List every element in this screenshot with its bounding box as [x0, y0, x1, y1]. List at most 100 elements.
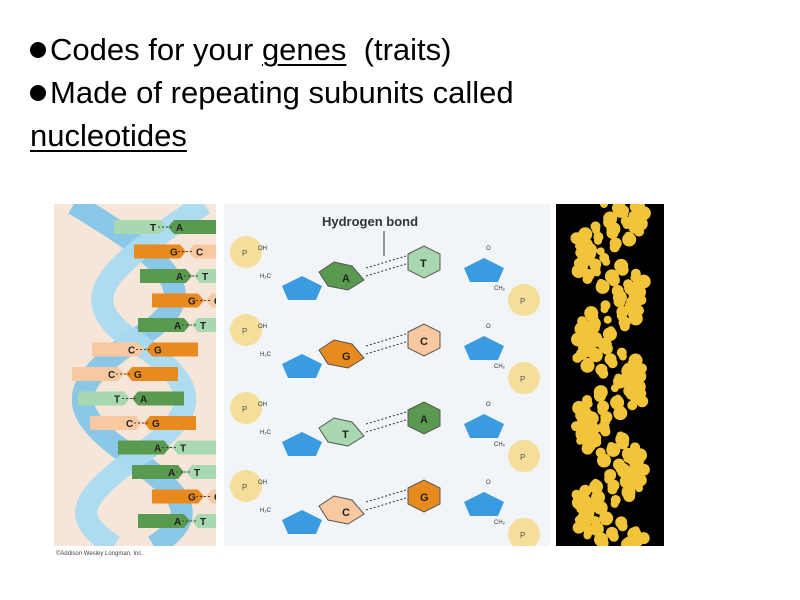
- ch2-label: CH₂: [494, 520, 506, 526]
- base-block: [152, 489, 204, 504]
- base-letter: T: [200, 517, 206, 528]
- atom-sphere: [579, 484, 592, 497]
- atom-sphere: [636, 395, 649, 408]
- atom-sphere: [594, 236, 603, 245]
- base-letter: T: [420, 258, 427, 270]
- oxygen-label: O: [486, 246, 491, 252]
- base-pair-group: TAGCATGCATCGCGTACGATATGCAT: [72, 220, 216, 528]
- base-letter: T: [180, 444, 186, 455]
- atom-sphere: [608, 531, 619, 542]
- sugar-ring: [464, 492, 504, 516]
- phosphate-group: [508, 440, 540, 472]
- phosphate-label: P: [242, 405, 247, 414]
- oxygen-label: O: [486, 324, 491, 330]
- base-block: [152, 293, 204, 308]
- h2c-label: H₂C: [260, 352, 272, 358]
- atom-sphere: [632, 537, 643, 546]
- atom-sphere: [634, 226, 645, 237]
- atom-sphere: [576, 436, 585, 445]
- atom-sphere: [623, 490, 636, 503]
- bullet-nucleotides: Made of repeating subunits called: [30, 71, 514, 114]
- base-letter: A: [342, 273, 350, 285]
- atom-sphere: [600, 426, 611, 437]
- base-block: [132, 465, 184, 479]
- atom-sphere: [602, 327, 617, 342]
- copyright-credit: ©Addison Wesley Longman, Inc.: [56, 551, 144, 557]
- phosphate-group: [230, 470, 262, 502]
- base-block: [186, 465, 216, 479]
- base-ring: [318, 339, 365, 369]
- base-letter: A: [176, 223, 183, 234]
- base-block: [138, 514, 190, 528]
- atom-sphere: [572, 352, 583, 363]
- hydrogen-bond-line: [365, 411, 407, 425]
- base-ring: [407, 479, 441, 513]
- hydrogen-bond-title: Hydrogen bond: [322, 214, 418, 229]
- hydrogen-bond-line: [365, 341, 407, 355]
- atom-sphere: [607, 484, 618, 495]
- atom-group: [570, 204, 651, 546]
- atom-sphere: [622, 232, 637, 247]
- phosphate-label: P: [242, 327, 247, 336]
- atom-sphere: [607, 274, 620, 287]
- hydrogen-bond-line: [365, 333, 407, 347]
- base-block: [126, 367, 178, 381]
- base-letter: G: [420, 492, 429, 504]
- base-letter: A: [140, 395, 147, 406]
- phosphate-label: P: [520, 375, 525, 384]
- base-letter: A: [176, 272, 183, 283]
- base-letter: C: [196, 248, 203, 259]
- atom-sphere: [592, 268, 601, 277]
- molecule-svg: [570, 204, 651, 546]
- base-letter: G: [152, 419, 160, 430]
- base-letter: A: [174, 517, 181, 528]
- atom-sphere: [620, 537, 635, 546]
- base-ring: [318, 417, 365, 447]
- atom-sphere: [627, 400, 638, 411]
- molecule-model-image: [556, 204, 664, 546]
- base-ring: [318, 261, 365, 291]
- base-letter: T: [342, 429, 349, 441]
- oh-label: OH: [258, 480, 267, 486]
- base-block: [146, 342, 198, 357]
- atom-sphere: [602, 257, 611, 266]
- phosphate-group: [508, 518, 540, 546]
- base-block: [72, 367, 124, 381]
- bullet-dot: [30, 42, 46, 58]
- oxygen-label: O: [486, 402, 491, 408]
- base-block: [140, 269, 192, 283]
- base-letter: G: [188, 493, 196, 504]
- atom-sphere: [596, 537, 609, 546]
- base-block: [90, 416, 142, 430]
- oh-label: OH: [258, 324, 267, 330]
- base-block: [114, 220, 166, 234]
- sugar-ring: [464, 336, 504, 360]
- atom-sphere: [600, 342, 613, 355]
- oh-label: OH: [258, 246, 267, 252]
- base-letter: T: [114, 395, 120, 406]
- base-letter: A: [174, 321, 181, 332]
- atom-sphere: [582, 273, 593, 284]
- atom-sphere: [603, 315, 612, 324]
- base-block: [168, 220, 216, 234]
- base-ring: [407, 323, 441, 357]
- atom-sphere: [606, 442, 621, 457]
- base-letter: C: [420, 336, 428, 348]
- base-block: [188, 244, 216, 259]
- base-letter: A: [154, 444, 161, 455]
- hydrogen-bond-line: [365, 419, 407, 433]
- hydrogen-bond-line: [365, 255, 407, 269]
- atom-sphere: [610, 384, 619, 393]
- atom-sphere: [584, 399, 593, 408]
- phosphate-group: [230, 236, 262, 268]
- base-letter: G: [188, 297, 196, 308]
- atom-sphere: [599, 511, 614, 526]
- atom-sphere: [630, 273, 639, 282]
- bullet-text: Made of repeating subunits called: [50, 75, 514, 110]
- phosphate-label: P: [520, 453, 525, 462]
- hydrogen-bond-line: [365, 497, 407, 511]
- base-letter: C: [342, 507, 350, 519]
- atom-sphere: [571, 264, 586, 279]
- bullet-list: Codes for your genes (traits) Made of re…: [30, 28, 514, 157]
- phosphate-group: [508, 284, 540, 316]
